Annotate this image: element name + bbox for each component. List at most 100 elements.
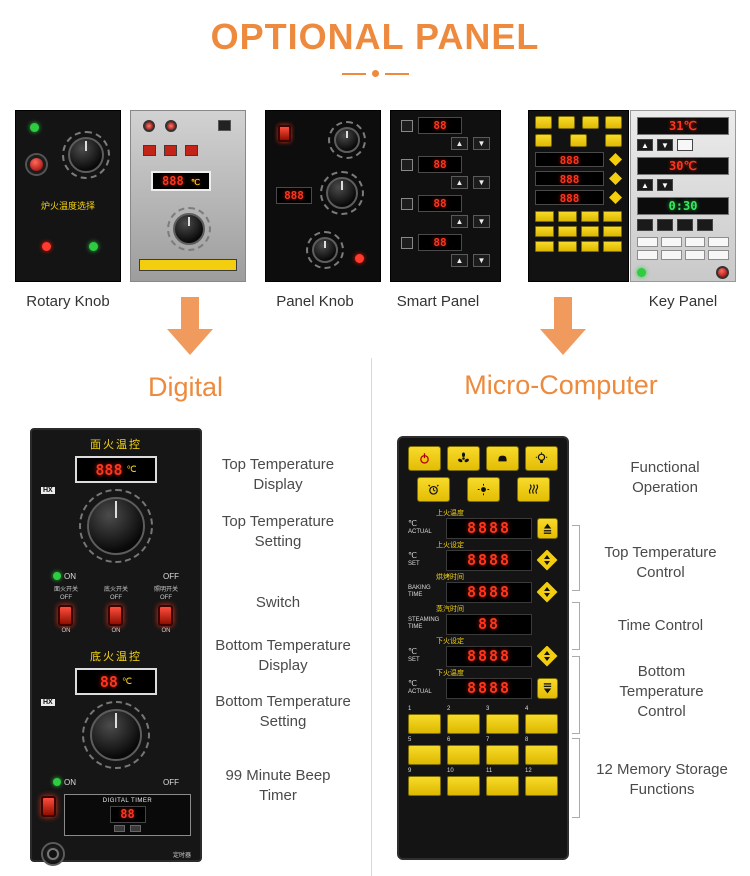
memory-key-cell: 6 — [447, 737, 480, 765]
bottom-temp-display: 30℃ — [637, 157, 729, 175]
brand-logo: HX — [41, 487, 55, 494]
power-button — [408, 446, 441, 471]
smart-panel-photo: 888 — [265, 110, 381, 282]
steam-icon — [528, 484, 538, 494]
red-push-button — [27, 155, 46, 174]
brand-logo: HX — [41, 699, 55, 706]
red-button — [143, 145, 156, 156]
updown-diamond-button — [536, 645, 558, 667]
seg-display: 8888 — [446, 517, 532, 539]
group-bracket — [572, 656, 580, 734]
annotation-time-control: Time Control — [617, 617, 704, 634]
lamp-button — [466, 477, 500, 502]
bottom-temperature-display: 88 ℃ — [75, 668, 157, 695]
timer-display: 88 — [109, 806, 146, 823]
up-button: ▲ — [451, 137, 468, 150]
memory-key-cell: 9 — [408, 768, 441, 796]
indicator-led — [42, 242, 51, 251]
updown-button — [609, 153, 622, 166]
memory-key-cell: 11 — [486, 768, 519, 796]
fan-button — [447, 446, 480, 471]
display-value: 888 — [535, 190, 604, 205]
top-heat-icon — [543, 523, 551, 534]
seg-display: 8888 — [446, 549, 532, 571]
function-button-row — [535, 116, 622, 129]
top-temperature-display: 888 ℃ — [75, 456, 157, 483]
function-button — [535, 134, 552, 147]
function-button — [570, 134, 587, 147]
memory-key-grid — [535, 211, 622, 252]
display-module: 88 ▲▼ — [401, 195, 490, 228]
function-button — [558, 116, 576, 129]
arrow-head — [540, 329, 586, 355]
timer-button — [130, 825, 141, 832]
key-number: 8 — [525, 737, 529, 743]
bake-button — [486, 446, 519, 471]
key-button — [708, 237, 729, 247]
down-button: ▼ — [473, 137, 490, 150]
bottom-heat-section-label: 底火温控 — [90, 651, 142, 663]
module-display: 88 — [418, 156, 462, 173]
memory-key-grid: 1 2 3 4 5 6 7 8 9 10 11 12 — [408, 706, 558, 796]
bottom-temperature-knob-area: HX — [41, 697, 191, 775]
key-button — [660, 250, 682, 260]
lamp-icon — [477, 483, 489, 496]
switch-off-label: OFF — [109, 594, 122, 601]
key-number: 6 — [447, 737, 451, 743]
updown-diamond-button — [536, 549, 558, 571]
switch-row: 面火开关 OFF ON 底火开关 OFF ON 照明开关 OFF ON — [41, 587, 191, 643]
digital-module-panel-photo: 88 ▲▼ 88 ▲▼ 88 ▲▼ 88 ▲▼ — [390, 110, 501, 282]
red-button — [164, 145, 177, 156]
annotation-top-temp-control: Top Temperature Control — [604, 544, 717, 581]
memory-key — [557, 211, 577, 222]
key-button — [677, 219, 693, 231]
title-divider — [0, 70, 750, 77]
indicator-led — [637, 268, 646, 277]
buzzer-icon — [41, 842, 65, 866]
key-number: 12 — [525, 768, 532, 774]
button-row: ▲ ▼ — [637, 139, 729, 151]
switch-bottom-heat: 底火开关 OFF ON — [104, 587, 128, 643]
button-row — [637, 219, 729, 231]
key-button — [637, 237, 658, 247]
rotary-knob — [62, 131, 110, 179]
knob-face — [334, 127, 360, 153]
knob-face — [312, 237, 338, 263]
knob-scale — [79, 489, 153, 563]
section-heading-micro: Micro-Computer — [464, 370, 658, 400]
updown-button — [609, 191, 622, 204]
key-number: 5 — [408, 737, 412, 743]
alarm-icon — [427, 484, 439, 495]
top-heat-button — [536, 517, 558, 539]
memory-key — [408, 714, 441, 734]
rotary-knob-panel-photo: 炉火温度选择 — [15, 110, 121, 282]
knob-face — [68, 137, 104, 173]
annotation-top-temp-display: Top Temperature Display — [221, 456, 335, 493]
display-row-steaming-time: 蒸汽时间 STEAMING TIME 88 — [408, 604, 558, 635]
module-icon — [401, 158, 413, 171]
panel-label-smart-panel: Smart Panel — [396, 293, 480, 310]
memory-key-cell: 2 — [447, 706, 480, 734]
switch-top-heat: 面火开关 OFF ON — [54, 587, 78, 643]
arrow-stem — [554, 297, 572, 329]
memory-key — [525, 745, 558, 765]
red-push-button — [716, 266, 729, 279]
switch-on-label: ON — [61, 627, 71, 634]
module-display: 88 — [418, 234, 462, 251]
panel-label-panel-knob: Panel Knob — [276, 293, 354, 310]
digital-panel-photo: 面火温控 888 ℃ HX ON OFF 面火开关 OFF ON 底火开关 OF — [30, 428, 202, 866]
down-arrow-digital — [167, 297, 213, 355]
memory-key — [408, 776, 441, 796]
display-row: 888 — [535, 190, 622, 205]
pilot-lamp — [143, 120, 155, 132]
divider-line — [384, 72, 409, 75]
row-en-label: BAKING TIME — [408, 584, 431, 599]
memory-key — [525, 776, 558, 796]
memory-key — [486, 745, 519, 765]
on-off-row: ON OFF — [41, 775, 191, 789]
key-panel-photo: 31℃ ▲ ▼ 30℃ ▲ ▼ 0:30 — [630, 110, 736, 282]
memory-key-cell: 4 — [525, 706, 558, 734]
